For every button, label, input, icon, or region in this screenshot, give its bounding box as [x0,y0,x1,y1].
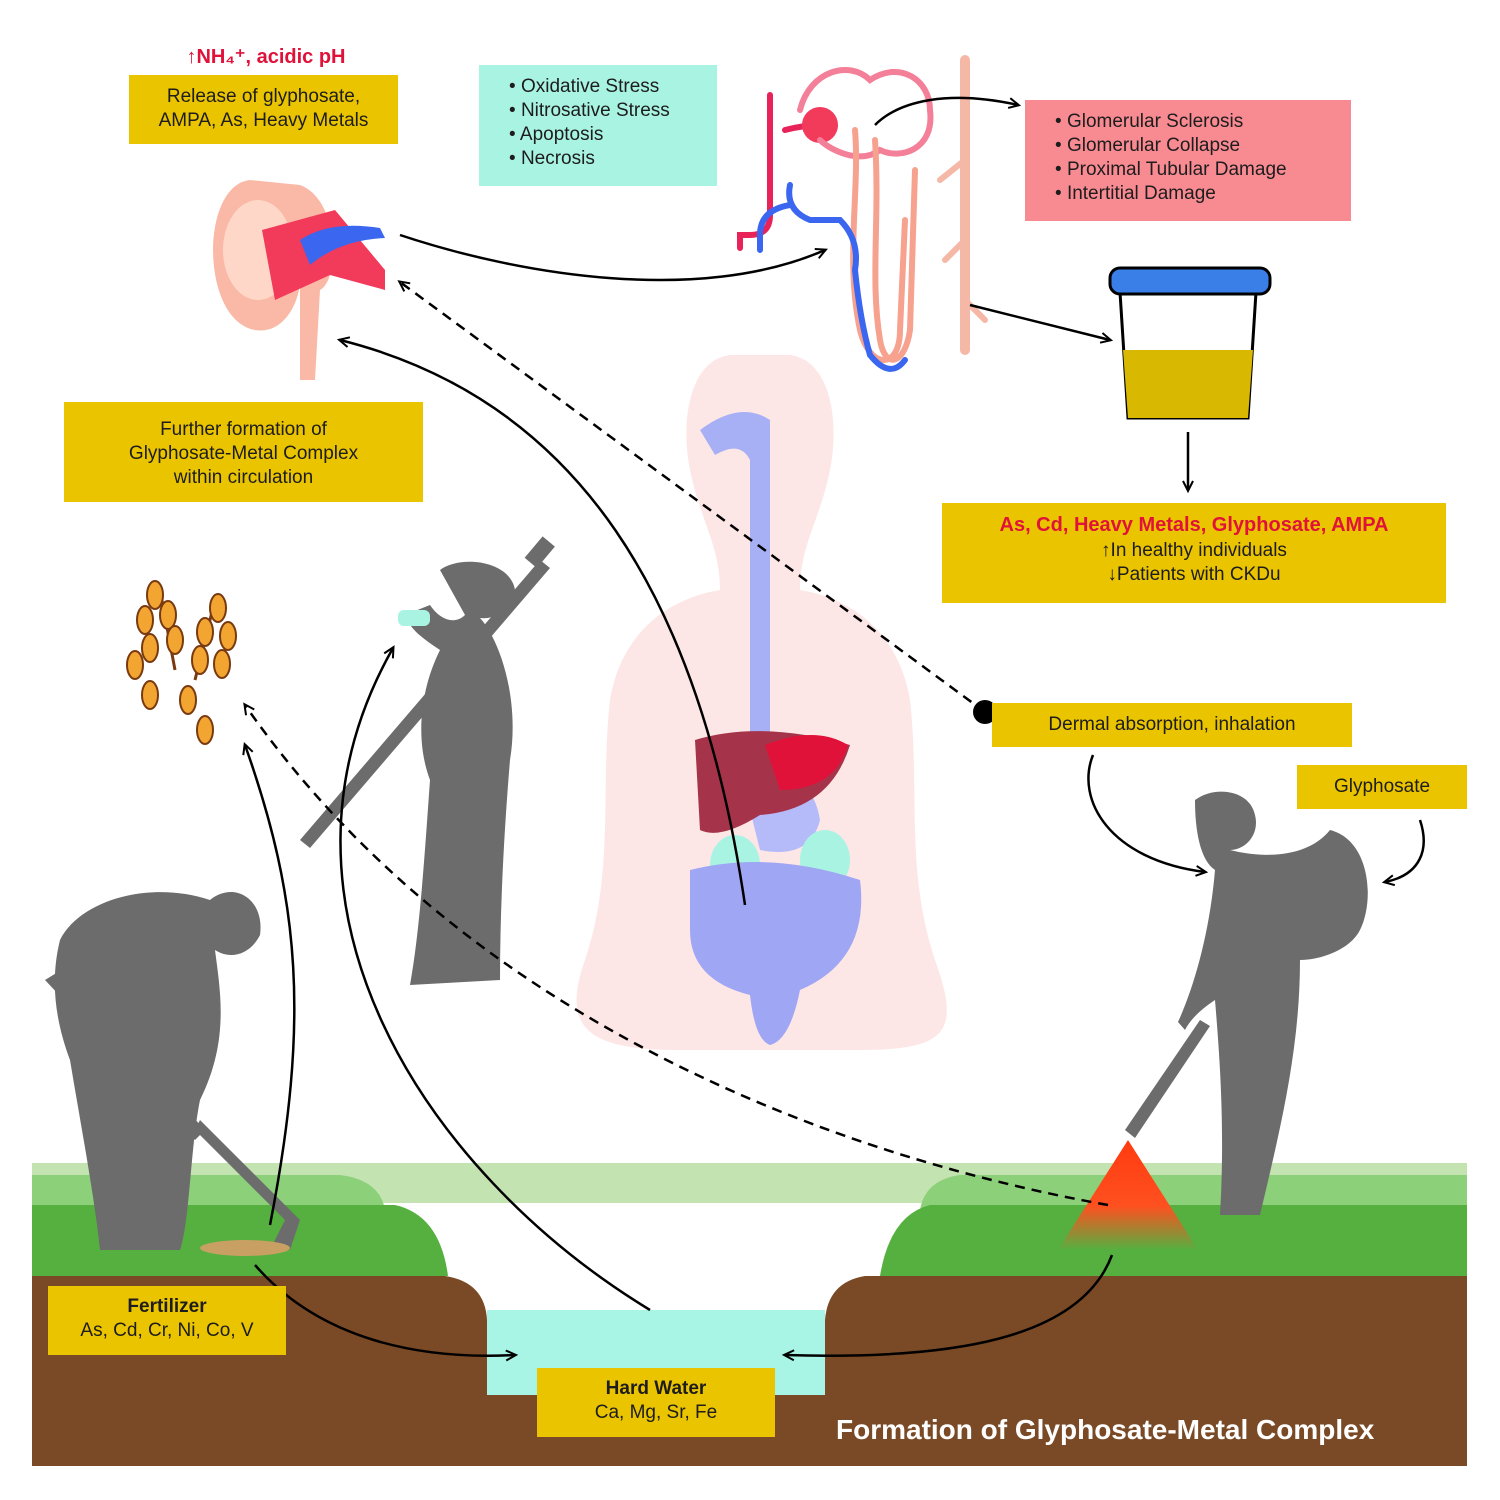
water-bottle [398,610,430,626]
urine-result-healthy: ↑In healthy individuals [1101,540,1287,561]
arrow-nephron-to-damage [874,96,1022,126]
soil [32,1276,1467,1466]
wheat-icon [126,580,237,745]
nephron-illustration [737,55,988,372]
formation-line3: within circulation [173,467,314,488]
arrow-kidney-to-nephron [399,233,828,282]
arrows [242,96,1425,1362]
dermal-box: Dermal absorption, inhalation [992,703,1352,747]
formation-line2: Glyphosate-Metal Complex [128,443,359,464]
stress-item: Necrosis [509,147,717,171]
damage-item: Proximal Tubular Damage [1055,158,1351,182]
dermal-dot [973,700,997,724]
farmer-drinking-silhouette [300,536,555,985]
spray-cone [1058,1140,1198,1250]
glyphosate-box: Glyphosate [1297,765,1467,809]
liver-lobe [765,735,848,790]
damage-item: Glomerular Collapse [1055,134,1351,158]
dermal-label: Dermal absorption, inhalation [1048,714,1296,735]
arrow-fertilizer-to-crops [242,741,296,1226]
fertilizer-box: Fertilizer As, Cd, Cr, Ni, Co, V [48,1286,286,1355]
urine-cup [1108,266,1272,420]
hard-water-title: Hard Water [605,1378,707,1399]
damage-item: Intertitial Damage [1055,182,1351,206]
esophagus [700,412,770,750]
diagram-title: Formation of Glyphosate-Metal Complex [836,1414,1375,1445]
farmer-hoeing-silhouette [45,892,300,1250]
arrow-nephron-to-urine [969,303,1114,344]
stress-item: Nitrosative Stress [509,99,717,123]
release-line1: Release of glyphosate, [166,86,361,107]
arrow-glyphosate-to-sprayer [1381,819,1425,887]
damage-box: Glomerular Sclerosis Glomerular Collapse… [1025,100,1351,221]
arrow-spray-to-crops [243,702,1109,1207]
arrow-dermal-to-sprayer [1087,754,1209,877]
urine-result-ckdu: ↓Patients with CKDu [1107,564,1281,585]
arrow-gut-to-kidney [336,336,747,906]
intestines [690,862,862,1045]
formation-box: Further formation of Glyphosate-Metal Co… [64,402,423,502]
human-body-illustration [576,355,947,1050]
damage-item: Glomerular Sclerosis [1055,110,1351,134]
glyphosate-label: Glyphosate [1333,776,1431,797]
urine-result-box: As, Cd, Heavy Metals, Glyphosate, AMPA ↑… [942,503,1446,603]
kidney-illustration [213,180,385,380]
arrow-dermal-to-kidney [397,280,986,714]
hard-water-minerals: Ca, Mg, Sr, Fe [594,1402,718,1423]
urine-result-title: As, Cd, Heavy Metals, Glyphosate, AMPA [999,514,1389,536]
fertilizer-pile [200,1240,290,1256]
formation-line1: Further formation of [160,419,327,440]
ammonium-acidic-note: ↑NH₄⁺, acidic pH [186,46,346,68]
farmer-spraying-silhouette [1125,791,1368,1215]
stress-box: Oxidative Stress Nitrosative Stress Apop… [479,65,717,186]
stress-item: Apoptosis [509,123,717,147]
release-box: Release of glyphosate, AMPA, As, Heavy M… [129,75,398,144]
fertilizer-title: Fertilizer [127,1296,207,1317]
stress-item: Oxidative Stress [509,75,717,99]
fertilizer-metals: As, Cd, Cr, Ni, Co, V [80,1320,254,1341]
arrow-water-to-farmer [339,645,651,1312]
hard-water-box: Hard Water Ca, Mg, Sr, Fe [537,1368,775,1437]
arrow-spray-to-water [781,1254,1114,1362]
release-line2: AMPA, As, Heavy Metals [158,110,369,131]
